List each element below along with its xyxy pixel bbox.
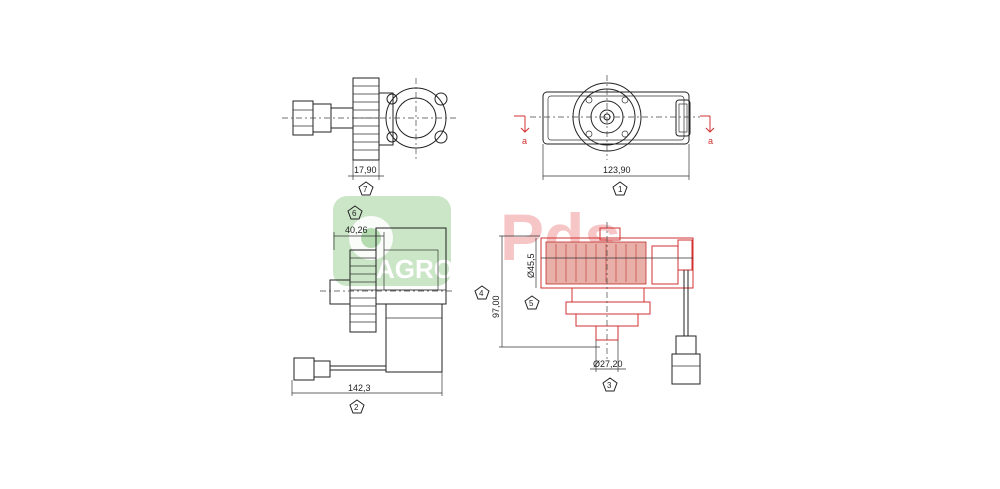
- balloon-7-shape: [358, 181, 374, 196]
- balloon-7: 7: [363, 185, 368, 194]
- dim-bottom-left-length: 142,3: [348, 383, 371, 393]
- section-marks: a a: [514, 115, 715, 146]
- watermark-brand-left: AGRO: [376, 254, 454, 284]
- dim-bottom-right-height: 97,00: [491, 295, 501, 318]
- balloon-5-shape: [524, 295, 540, 310]
- section-mark-left: a: [522, 136, 527, 146]
- balloon-1: 1: [618, 185, 623, 194]
- view-bottom-right: 97,00 4 Ø45,5 5 Ø27,20 3: [474, 222, 701, 392]
- dim-top-left-width: 17,90: [354, 165, 377, 175]
- balloon-4-shape: [474, 285, 490, 300]
- balloon-2: 2: [354, 403, 359, 412]
- dim-top-right-length: 123,90: [603, 165, 631, 175]
- view-top-left: 17,90 7: [282, 77, 458, 196]
- balloon-3-shape: [602, 377, 618, 392]
- balloon-6-shape: [347, 205, 363, 220]
- dim-bottom-left-width: 40,26: [345, 225, 368, 235]
- view-bottom-left: 6 40,26 142,3 2: [291, 205, 452, 414]
- balloon-6: 6: [352, 209, 357, 218]
- balloon-4: 4: [479, 289, 484, 298]
- dim-bottom-right-dia-small: Ø27,20: [593, 359, 623, 369]
- balloon-3: 3: [607, 381, 612, 390]
- balloon-2-shape: [349, 399, 365, 414]
- section-mark-right: a: [708, 136, 713, 146]
- balloon-5: 5: [529, 299, 534, 308]
- balloon-1-shape: [612, 181, 628, 196]
- view-top-right: a a 123,90 1: [514, 75, 715, 196]
- dim-bottom-right-dia-large: Ø45,5: [526, 253, 536, 278]
